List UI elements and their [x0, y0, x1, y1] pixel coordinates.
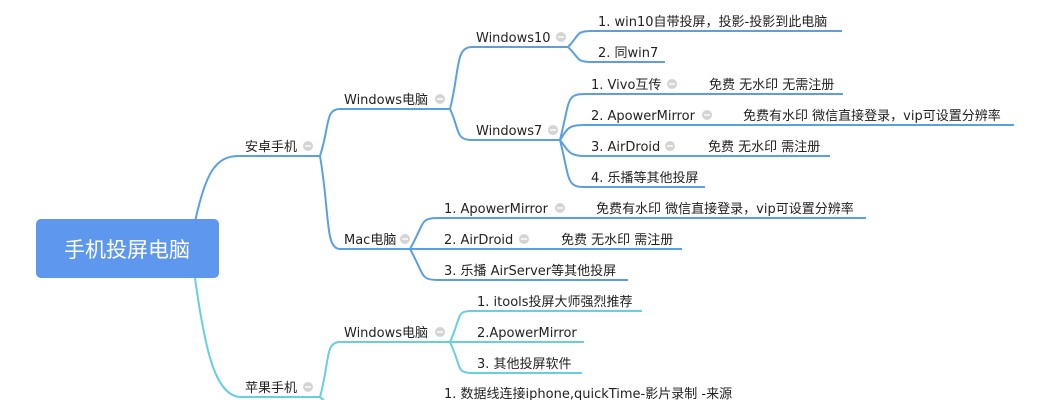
connector-windows-win7 — [449, 108, 473, 141]
connector-android-mac — [319, 155, 341, 250]
collapse-icon[interactable] — [400, 234, 410, 244]
collapse-icon[interactable] — [435, 327, 445, 337]
win7-item[interactable]: 2. ApowerMirror — [591, 109, 696, 124]
connector-apple-mac — [319, 396, 325, 400]
connector-windows-win10 — [449, 46, 473, 110]
win7-item[interactable]: 1. Vivo互传 — [591, 78, 661, 93]
collapse-icon[interactable] — [303, 382, 313, 392]
apple-mac-item[interactable]: 1. 数据线连接iphone,quickTime-影片录制 -来源 — [444, 386, 732, 400]
win7-note: 免费有水印 微信直接登录，vip可设置分辨率 — [743, 108, 1001, 124]
connector-win7-item1 — [559, 93, 586, 141]
apple-windows-item[interactable]: 3. 其他投屏软件 — [477, 356, 572, 372]
mac-item[interactable]: 1. ApowerMirror — [444, 202, 549, 217]
connector-android-windows — [319, 108, 341, 157]
win7-item[interactable]: 4. 乐播等其他投屏 — [591, 170, 699, 186]
win7-note: 免费 无水印 需注册 — [708, 140, 820, 155]
node-apple[interactable]: 苹果手机 — [245, 381, 297, 396]
collapse-icon[interactable] — [665, 141, 675, 151]
collapse-icon[interactable] — [555, 203, 565, 213]
connector-applewin-item1 — [449, 310, 473, 343]
collapse-icon[interactable] — [702, 110, 712, 120]
connector-win7-item4 — [559, 139, 586, 188]
mac-item[interactable]: 2. AirDroid — [444, 233, 513, 248]
win7-note: 免费 无水印 无需注册 — [709, 78, 834, 93]
node-apple-windows[interactable]: Windows电脑 — [344, 326, 428, 341]
win10-item[interactable]: 2. 同win7 — [598, 46, 658, 61]
root-node[interactable]: 手机投屏电脑 — [36, 219, 219, 278]
connectors — [194, 30, 1014, 400]
apple-windows-item[interactable]: 1. itools投屏大师强烈推荐 — [477, 294, 633, 310]
collapse-icon[interactable] — [548, 125, 558, 135]
node-win10[interactable]: Windows10 — [476, 31, 551, 46]
collapse-icon[interactable] — [519, 234, 529, 244]
connector-applewin-item3 — [449, 341, 473, 374]
connector-win7-item2 — [559, 124, 586, 141]
connector-root-apple — [194, 277, 241, 398]
root-label: 手机投屏电脑 — [64, 238, 190, 262]
win10-item[interactable]: 1. win10自带投屏，投影-投影到此电脑 — [598, 14, 827, 30]
connector-win7-item3 — [559, 139, 586, 157]
apple-windows-item[interactable]: 2.ApowerMirror — [477, 326, 577, 341]
connector-win10-item2 — [567, 46, 593, 63]
collapse-icon[interactable] — [303, 141, 313, 151]
connector-mac-item3 — [409, 248, 439, 281]
mac-note: 免费 无水印 需注册 — [561, 233, 673, 248]
connector-mac-item1 — [409, 217, 439, 250]
collapse-icon[interactable] — [435, 94, 445, 104]
node-win7[interactable]: Windows7 — [476, 124, 542, 139]
node-android-mac[interactable]: Mac电脑 — [344, 233, 396, 248]
node-android-windows[interactable]: Windows电脑 — [344, 93, 428, 108]
connector-apple-windows — [319, 341, 341, 398]
connector-root-android — [194, 154, 241, 223]
node-android[interactable]: 安卓手机 — [245, 140, 297, 155]
connector-win10-item1 — [567, 30, 593, 48]
collapse-icon[interactable] — [667, 79, 677, 89]
collapse-icon[interactable] — [556, 32, 566, 42]
win7-item[interactable]: 3. AirDroid — [591, 140, 660, 155]
mac-item[interactable]: 3. 乐播 AirServer等其他投屏 — [444, 263, 616, 279]
mac-note: 免费有水印 微信直接登录，vip可设置分辨率 — [596, 201, 854, 217]
